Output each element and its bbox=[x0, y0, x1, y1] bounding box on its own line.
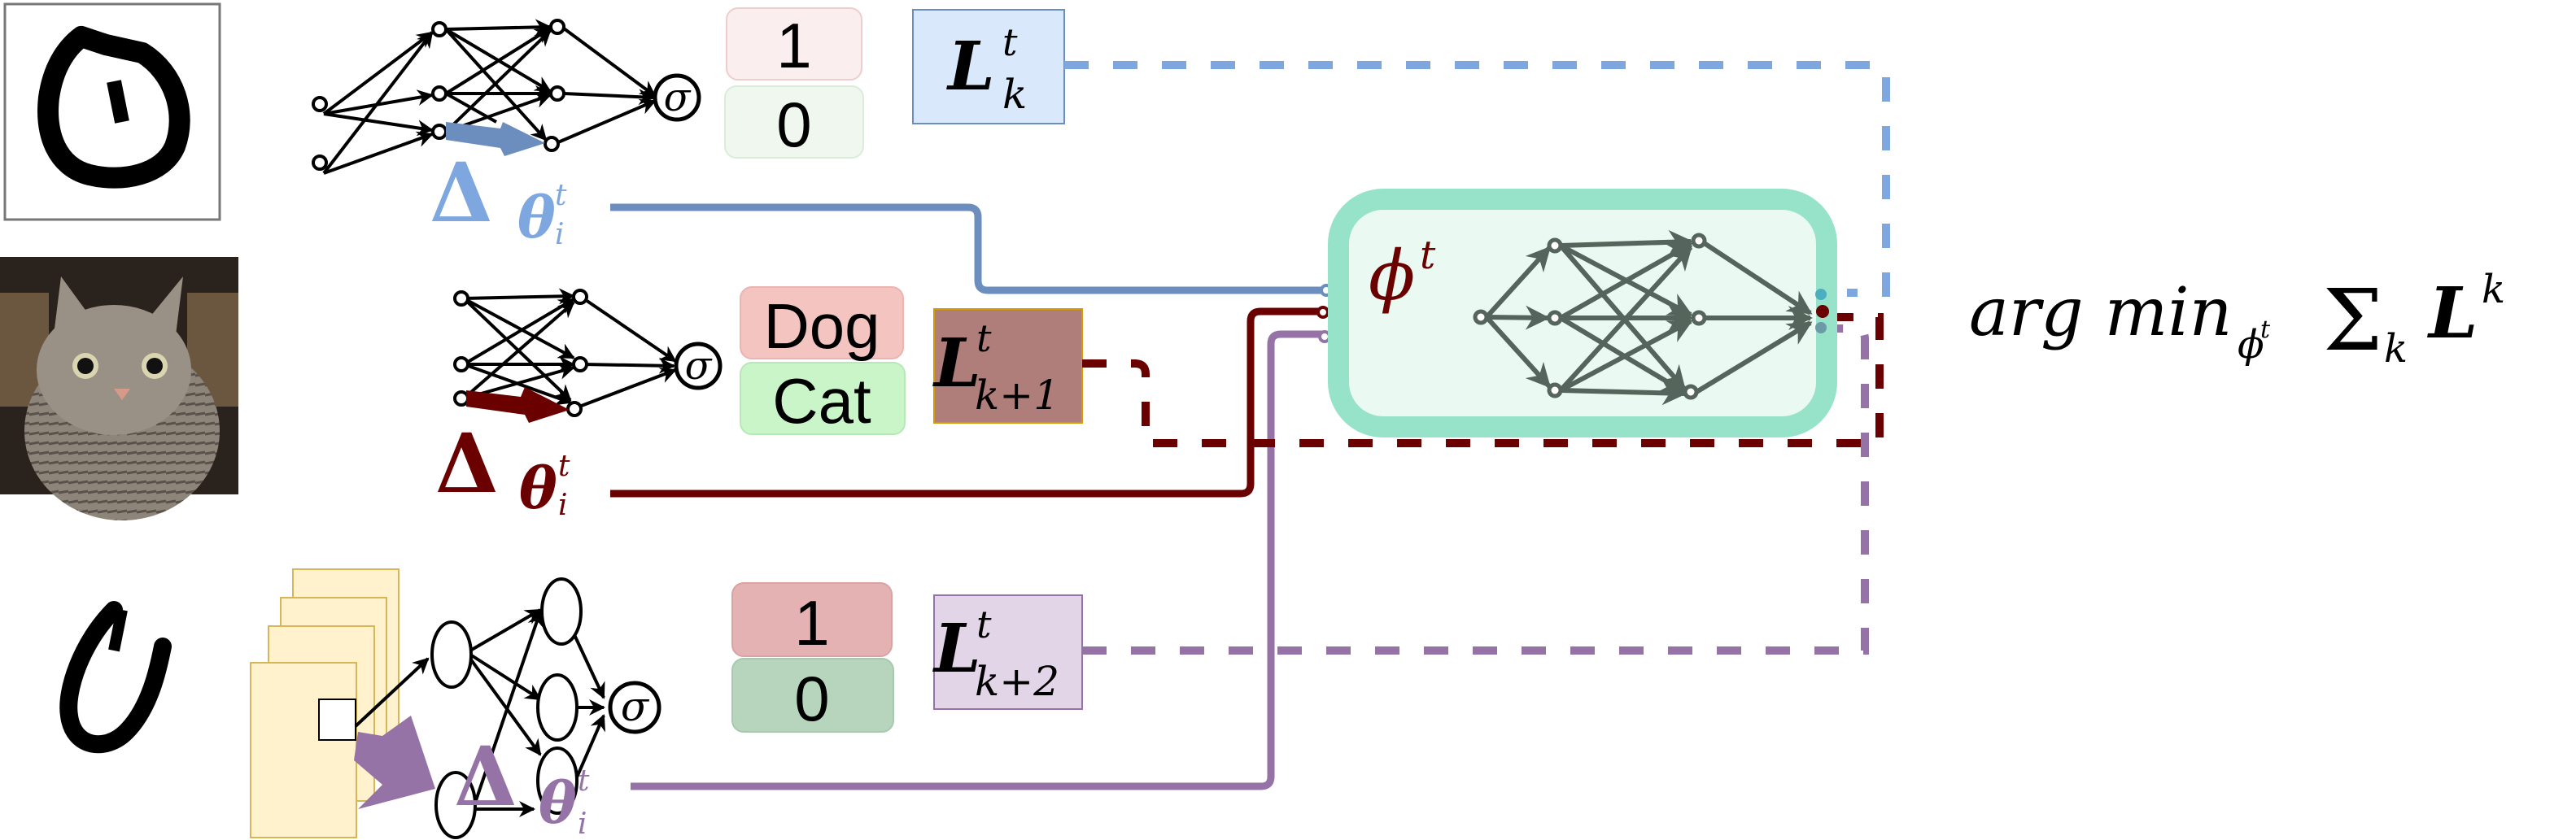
loss-sup: t bbox=[976, 603, 992, 646]
input-node bbox=[312, 96, 328, 112]
theta-sup: t bbox=[578, 764, 590, 798]
loss-symbol: L bbox=[946, 28, 995, 106]
hidden-node bbox=[540, 577, 583, 646]
loss-symbol: L bbox=[932, 610, 981, 688]
hidden-node bbox=[536, 746, 579, 815]
output-label-box bbox=[724, 85, 864, 159]
loss-symbol: L bbox=[932, 324, 981, 403]
loss-box-k1 bbox=[933, 308, 1083, 424]
theta-sub: i bbox=[558, 489, 568, 522]
phi-sup: t bbox=[1420, 233, 1436, 278]
output-label-box bbox=[726, 7, 862, 81]
hidden-node bbox=[566, 401, 583, 417]
output-port bbox=[1815, 289, 1827, 300]
row-task-k: σ 1 0 L t k Δ θ t i bbox=[3, 2, 1065, 251]
hidden-node bbox=[549, 85, 565, 102]
input-node bbox=[453, 390, 469, 407]
loss-box-k2 bbox=[933, 594, 1083, 710]
loss-sup: t bbox=[1002, 20, 1018, 64]
delta-symbol: Δ bbox=[430, 145, 493, 241]
connector-task-k bbox=[610, 203, 1326, 294]
cat-photo bbox=[0, 257, 238, 520]
theta-symbol: θ bbox=[517, 184, 556, 251]
input-node bbox=[453, 356, 469, 372]
sigmoid-node bbox=[608, 681, 661, 734]
argmin-sub-sup: t bbox=[2260, 316, 2271, 344]
network-task-k: σ bbox=[312, 19, 701, 175]
meta-network-graph bbox=[1473, 229, 1813, 406]
hidden-node bbox=[572, 289, 588, 305]
digit-zero-image bbox=[3, 2, 221, 221]
objective-formula: arg min ϕ t Σ k L k bbox=[1969, 267, 2505, 372]
theta-symbol: θ bbox=[519, 455, 557, 522]
network-task-k1: σ bbox=[453, 288, 723, 423]
conv-kernel bbox=[318, 699, 356, 741]
dashed-connectors bbox=[1064, 61, 1890, 655]
hidden-node bbox=[431, 21, 448, 37]
output-label-box bbox=[740, 286, 904, 359]
loss-sub: k+1 bbox=[975, 372, 1059, 419]
output-port bbox=[1815, 322, 1827, 333]
sigmoid-symbol: σ bbox=[685, 343, 713, 389]
output-label-box bbox=[740, 362, 906, 435]
output-port bbox=[1816, 305, 1829, 318]
hidden-node bbox=[549, 19, 565, 35]
argmin-text: arg min bbox=[1969, 274, 2232, 351]
theta-symbol: θ bbox=[539, 769, 577, 837]
sigmoid-node bbox=[653, 73, 701, 122]
row-task-k2: σ 1 0 L t k+2 Δ θ t i bbox=[59, 568, 1083, 840]
input-node bbox=[453, 290, 469, 307]
theta-sub: i bbox=[555, 218, 565, 251]
output-label: 1 bbox=[776, 10, 811, 81]
hidden-node bbox=[544, 136, 560, 152]
input-node bbox=[312, 155, 328, 171]
update-arrow-icon bbox=[446, 122, 545, 156]
sigmoid-symbol: σ bbox=[621, 683, 650, 730]
output-label-box bbox=[731, 658, 894, 733]
network-task-k2: σ bbox=[354, 577, 661, 839]
output-label-box bbox=[731, 582, 893, 657]
phi-symbol: ϕ bbox=[1369, 236, 1415, 316]
hidden-node bbox=[572, 356, 588, 372]
sum-sub: k bbox=[2384, 326, 2408, 372]
theta-sub: i bbox=[578, 807, 587, 840]
objective-loss: L bbox=[2426, 272, 2478, 355]
update-arrow-icon bbox=[354, 716, 435, 809]
connector-task-k2 bbox=[631, 330, 1326, 790]
meta-network: ϕ t bbox=[1328, 189, 1837, 437]
update-arrow-icon bbox=[466, 387, 570, 423]
sigmoid-symbol: σ bbox=[664, 75, 692, 120]
hidden-node bbox=[431, 124, 448, 140]
output-label: 0 bbox=[794, 663, 829, 734]
hidden-node bbox=[536, 673, 579, 742]
loss-link-k1 bbox=[1082, 313, 1884, 447]
theta-sup: t bbox=[555, 179, 567, 212]
hidden-node bbox=[434, 771, 477, 839]
output-label: Dog bbox=[763, 290, 880, 362]
theta-sup: t bbox=[558, 450, 570, 483]
output-label: 0 bbox=[776, 89, 811, 160]
row-task-k1: σ Dog Cat L t k+1 Δ θ t i bbox=[0, 257, 1083, 522]
output-label: Cat bbox=[772, 365, 871, 437]
conv-layers bbox=[250, 568, 399, 838]
loss-sup: t bbox=[976, 316, 992, 360]
sigmoid-node bbox=[674, 342, 723, 390]
loss-sub: k bbox=[1002, 71, 1027, 118]
objective-loss-sup: k bbox=[2482, 267, 2505, 312]
connector-task-k1 bbox=[610, 307, 1326, 498]
loss-link-k2 bbox=[1082, 324, 1869, 655]
output-label: 1 bbox=[794, 587, 829, 659]
loss-sub: k+2 bbox=[975, 658, 1059, 705]
digit-zero-image-2 bbox=[59, 601, 172, 754]
delta-symbol: Δ bbox=[454, 729, 517, 825]
sum-symbol: Σ bbox=[2323, 271, 2383, 370]
delta-symbol: Δ bbox=[435, 416, 499, 511]
argmin-sub: ϕ bbox=[2238, 322, 2264, 368]
hidden-node bbox=[431, 85, 448, 102]
hidden-node bbox=[430, 620, 473, 689]
